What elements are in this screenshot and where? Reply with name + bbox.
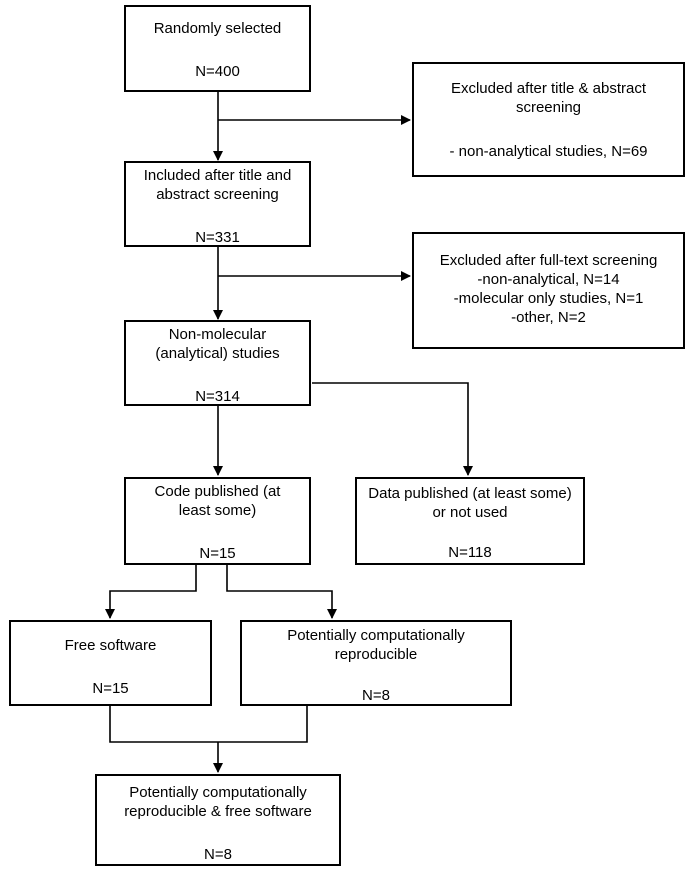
box-excluded-title-abstract: Excluded after title & abstract screenin…	[412, 62, 685, 177]
arrow-non-molecular-to-data	[312, 382, 473, 476]
box-title: Excluded after full-text screening	[439, 252, 658, 269]
box-title: Excluded after title & abstract screenin…	[450, 80, 647, 116]
box-potentially-reproducible: Potentially computationally reproducible…	[240, 620, 512, 706]
box-title: Randomly selected	[153, 20, 282, 37]
box-code-published: Code published (at least some) N=15	[124, 477, 311, 565]
box-randomly-selected: Randomly selected N=400	[124, 5, 311, 92]
box-free-software: Free software N=15	[9, 620, 212, 706]
box-count: N=118	[448, 544, 492, 561]
box-count: N=8	[204, 846, 232, 863]
box-title: Non-molecular (analytical) studies	[155, 326, 280, 362]
box-reproducible-and-free: Potentially computationally reproducible…	[95, 774, 341, 866]
box-title: Potentially computationally reproducible	[287, 627, 465, 663]
box-count: N=331	[195, 229, 240, 246]
box-non-molecular: Non-molecular (analytical) studies N=314	[124, 320, 311, 406]
arrow-code-to-reproducible	[226, 565, 337, 619]
box-data-published: Data published (at least some) or not us…	[355, 477, 585, 565]
box-included-title-abstract: Included after title and abstract screen…	[124, 161, 311, 247]
exclusion-line: -other, N=2	[511, 309, 586, 326]
box-title: Data published (at least some) or not us…	[368, 485, 572, 521]
exclusion-line: -non-analytical, N=14	[477, 271, 620, 288]
box-excluded-full-text: Excluded after full-text screening -non-…	[412, 232, 685, 349]
box-count: N=8	[362, 687, 390, 704]
connector-reproducible-merge	[218, 706, 308, 743]
box-title: Code published (at least some)	[154, 483, 281, 519]
box-title: Potentially computationally reproducible…	[124, 784, 312, 820]
connector-free-software-merge	[109, 706, 218, 743]
arrow-code-to-free-software	[105, 565, 197, 619]
box-count: N=400	[195, 63, 240, 80]
box-count: N=15	[199, 545, 236, 562]
box-count: N=15	[92, 680, 129, 697]
exclusion-line: -molecular only studies, N=1	[453, 290, 644, 307]
box-count: N=314	[195, 388, 240, 405]
box-detail: - non-analytical studies, N=69	[449, 143, 648, 160]
box-title: Included after title and abstract screen…	[143, 167, 292, 203]
box-title: Free software	[64, 637, 157, 654]
